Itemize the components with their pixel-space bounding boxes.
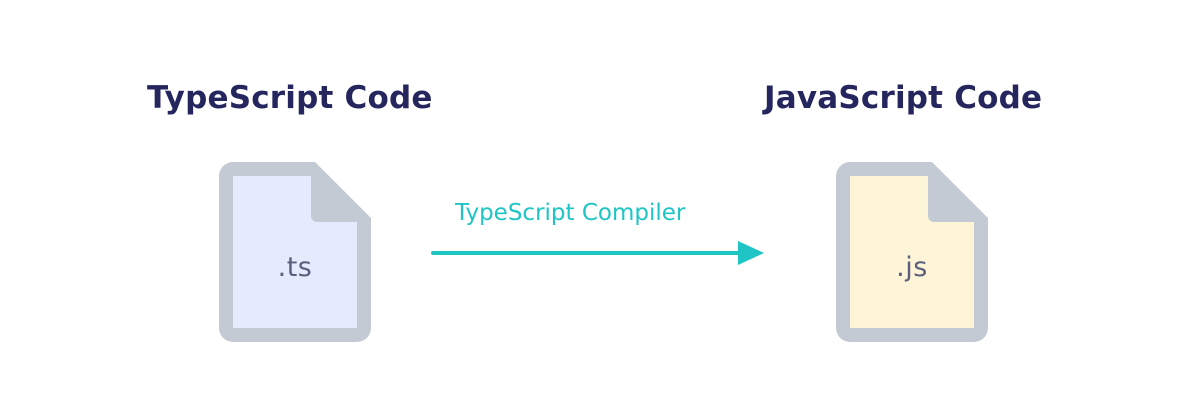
- typescript-code-heading: TypeScript Code: [147, 80, 433, 116]
- js-extension-label: .js: [896, 252, 928, 283]
- javascript-code-heading: JavaScript Code: [764, 80, 1043, 116]
- ts-file-shape: [219, 162, 371, 342]
- js-file-shape: [836, 162, 988, 342]
- arrow-right-icon: [431, 241, 764, 265]
- ts-file-icon: .ts: [219, 162, 371, 342]
- compiler-label: TypeScript Compiler: [455, 200, 686, 226]
- ts-extension-label: .ts: [277, 252, 313, 283]
- js-file-icon: .js: [836, 162, 988, 342]
